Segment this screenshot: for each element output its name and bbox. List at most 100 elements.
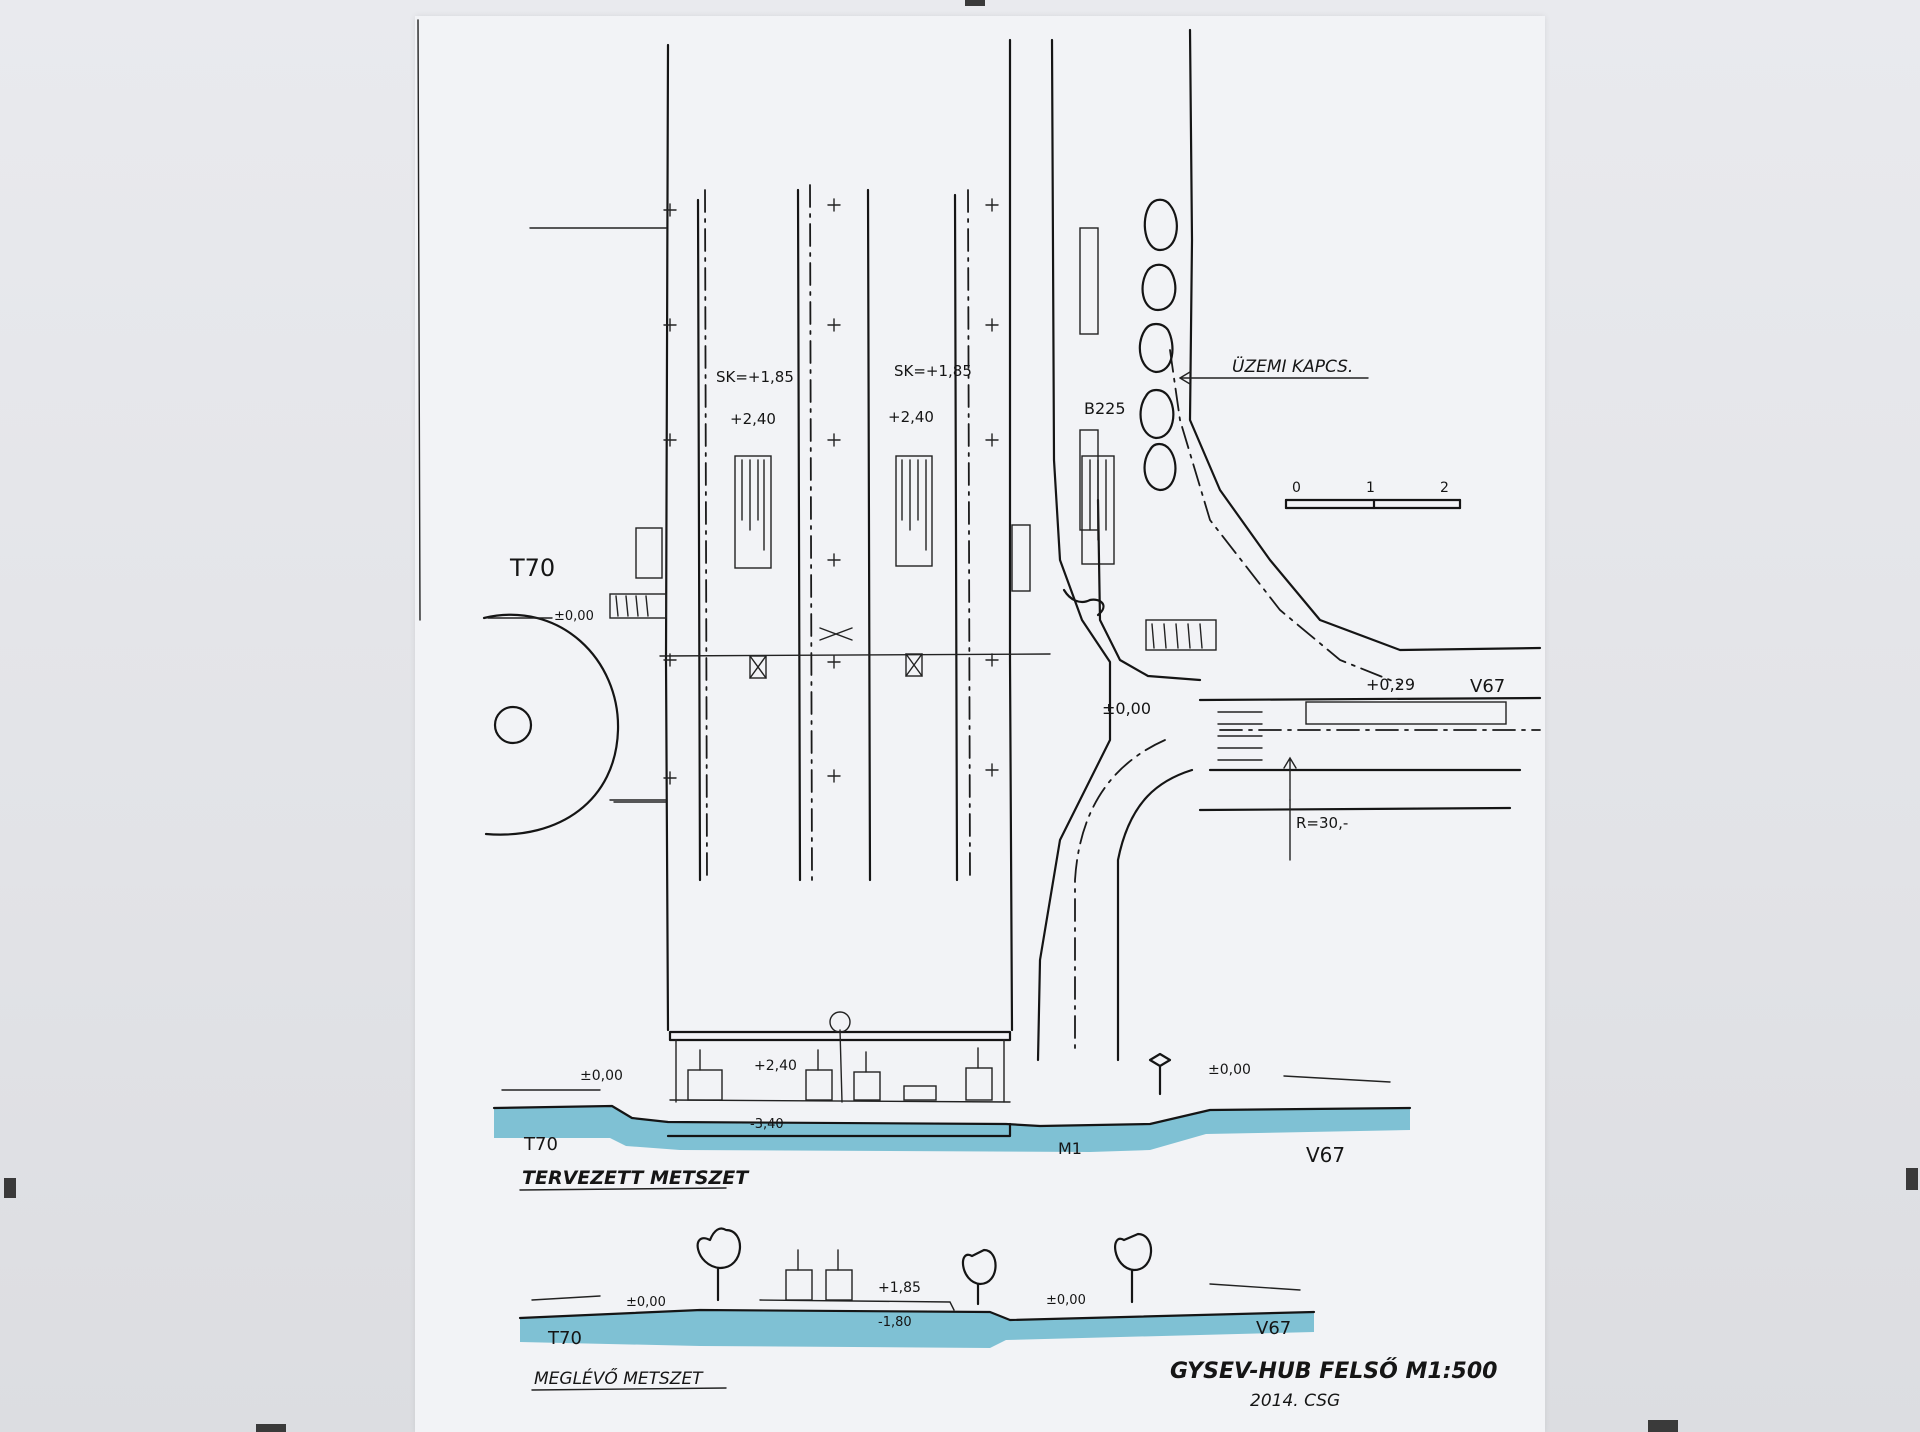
section1-train-3 [853, 1071, 881, 1101]
station-wall-right [1008, 38, 1014, 1032]
scale-label-2: 2 [1440, 480, 1449, 496]
section1-pantographs [699, 1047, 979, 1073]
zebra-crossing [1217, 711, 1263, 761]
roundabout-island [493, 705, 533, 745]
label-sk-right: SK=+1,85 [894, 362, 972, 380]
track-2-axis [809, 184, 813, 881]
canopy-columns [675, 1039, 1005, 1103]
label-t70-plan: T70 [509, 554, 555, 582]
road-v67-edge-top [1198, 696, 1542, 702]
section2-ground-band [520, 1310, 1314, 1348]
platform-markers [663, 198, 999, 785]
label-b225: B225 [1084, 399, 1126, 418]
road-edge-outer [1188, 28, 1542, 652]
section1-ground-line [492, 1104, 1412, 1128]
label-level-left-inner: +2,40 [730, 410, 776, 428]
section2-title-underline [531, 1387, 727, 1391]
sheet-left-border [417, 19, 421, 621]
clip-top [965, 0, 985, 6]
road-axis-curve [1169, 349, 1401, 685]
section2-terrain-marks [531, 1283, 1301, 1301]
section-existing: ±0,00 +1,85 -1,80 ±0,00 T70 V67 MEGLÉVŐ … [518, 1227, 1316, 1391]
label-uzemi-kapcs: ÜZEMI KAPCS. [1232, 355, 1353, 377]
scale-bar: 0 1 2 [1284, 480, 1462, 510]
section2-platform [759, 1299, 955, 1311]
section1-box [903, 1085, 937, 1101]
track-1a [696, 198, 702, 882]
bus-shelter-1 [1079, 227, 1099, 335]
section1-level-left: ±0,00 [580, 1068, 623, 1084]
section2-level-right: ±0,00 [1046, 1293, 1086, 1308]
sign-symbol-icon [829, 1011, 851, 1033]
section2-tree-2 [961, 1248, 997, 1306]
tree-2 [1141, 263, 1177, 312]
scale-bar-ticks [1284, 498, 1462, 510]
section2-train-1 [785, 1269, 813, 1301]
bus-stop-mark [1062, 588, 1105, 617]
section2-train-2 [825, 1269, 853, 1301]
frame-clips [4, 0, 1918, 1432]
plan-signature: 2014. CSG [1250, 1391, 1340, 1411]
tree-row [1138, 198, 1178, 492]
track-3a [866, 188, 872, 882]
section1-train-4 [965, 1067, 993, 1101]
section2-level-left: ±0,00 [626, 1295, 666, 1310]
tree-3 [1138, 322, 1174, 374]
stair-symbols [609, 455, 1217, 651]
section2-tree-1 [696, 1227, 741, 1302]
plan-view: 0 1 2 T70 ±0,00 SK=+1,85 SK=+1,85 [482, 28, 1542, 1103]
clip-right [1906, 1168, 1918, 1190]
section2-tree-3 [1114, 1232, 1153, 1304]
track-1-axis [704, 189, 708, 881]
scale-label-1: 1 [1366, 480, 1375, 496]
section2-label-t70: T70 [547, 1328, 582, 1349]
section1-street-lamp [1148, 1052, 1172, 1096]
section2-label-v67: V67 [1256, 1318, 1291, 1339]
road-v67-curve-outer [1116, 768, 1194, 1062]
section1-train-2 [805, 1069, 833, 1101]
station-wall-left [664, 43, 670, 1032]
bus-bay-v67 [1305, 701, 1507, 725]
scale-label-0: 0 [1292, 480, 1301, 496]
crossing-mark [819, 627, 853, 641]
uzemi-arrow [1179, 371, 1191, 385]
section1-platform [669, 1099, 1011, 1103]
crossing-line [659, 653, 1051, 657]
label-v67-plan: V67 [1470, 676, 1505, 697]
section1-title: TERVEZETT METSZET [522, 1167, 750, 1189]
tree-1 [1143, 198, 1178, 252]
road-v67-edge-bottom [1198, 806, 1512, 812]
section1-ground-band [494, 1106, 1410, 1152]
section1-label-v67: V67 [1306, 1143, 1345, 1167]
bus-shelter-2 [1079, 429, 1099, 531]
section2-level-underpass: -1,80 [878, 1315, 912, 1330]
section-planned: ±0,00 +2,40 -3,40 ±0,00 T70 M1 V67 TERVE… [492, 1047, 1412, 1191]
section1-label-t70: T70 [523, 1134, 558, 1155]
label-sk-left: SK=+1,85 [716, 368, 794, 386]
section2-pantographs [797, 1249, 839, 1271]
track-4a [953, 193, 959, 882]
label-radius: R=30,- [1296, 814, 1348, 832]
label-level-top-left: ±0,00 [554, 609, 594, 624]
road-edge-mid [1096, 498, 1202, 682]
radius-arrow [1283, 756, 1297, 801]
section1-terrain-marks [501, 1075, 1391, 1091]
track-4-axis [967, 189, 971, 881]
tree-4 [1139, 388, 1175, 440]
section1-underpass [666, 1122, 1012, 1138]
road-v67-curve-axis [1074, 739, 1166, 1051]
section2-level-platform: +1,85 [878, 1280, 921, 1296]
label-level-right-inner: +2,40 [888, 408, 934, 426]
section1-level-right: ±0,00 [1208, 1062, 1251, 1078]
road-edge-inner [1036, 38, 1112, 1062]
roundabout-arc [482, 613, 620, 836]
clip-bottom-left [256, 1424, 286, 1432]
plan-title: GYSEV-HUB FELSŐ M1:500 [1170, 1358, 1497, 1384]
clip-bottom-right [1648, 1420, 1678, 1432]
track-2a [796, 188, 802, 882]
label-level-v67-road: +0,29 [1366, 675, 1415, 694]
section1-train-1 [687, 1069, 723, 1101]
clip-left [4, 1178, 16, 1198]
sign-post [839, 1029, 843, 1103]
